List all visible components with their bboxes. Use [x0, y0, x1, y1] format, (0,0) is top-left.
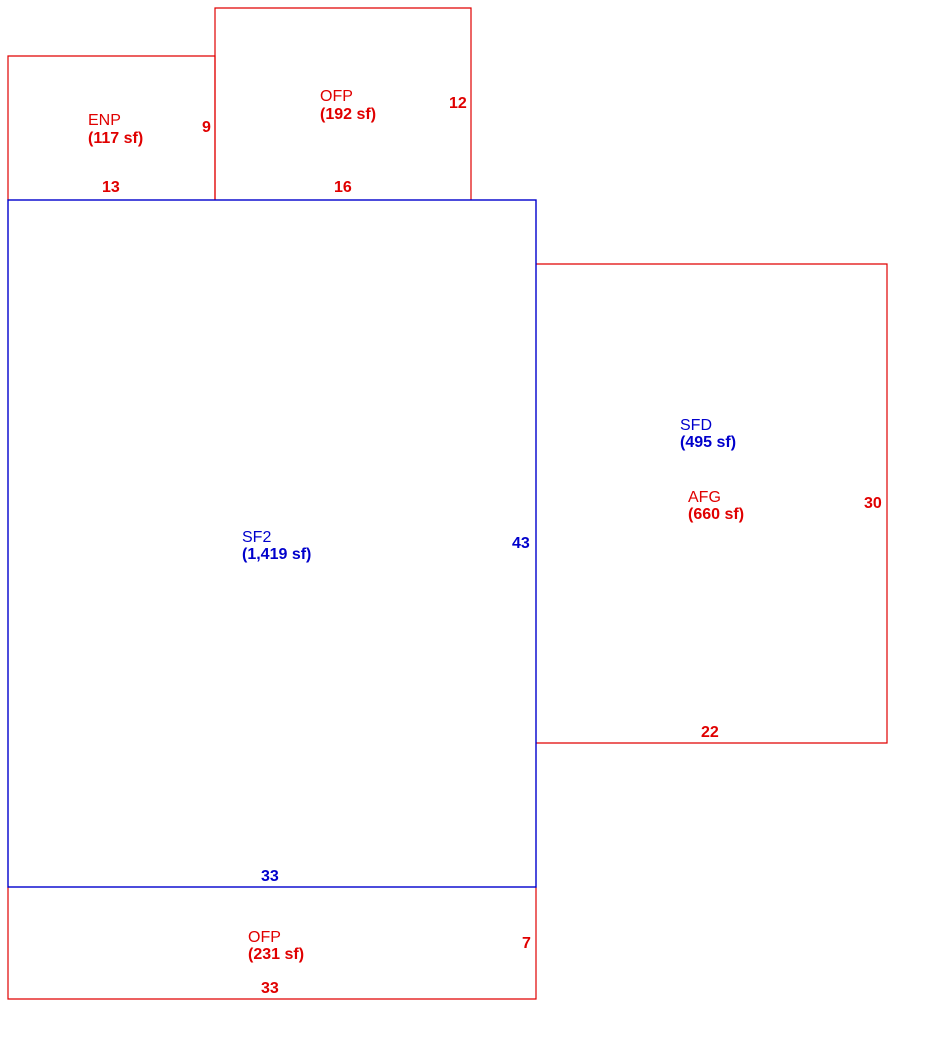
ofp-top-depth-dimension: 12	[449, 95, 467, 112]
ofp-bottom-area-label: (231 sf)	[248, 946, 304, 963]
afg-area-label: (660 sf)	[688, 506, 744, 523]
sf2-area-label: (1,419 sf)	[242, 546, 311, 563]
ofp-top-width-dimension: 16	[334, 179, 352, 196]
sfd-code-label: SFD	[680, 417, 712, 434]
sf2-code-label: SF2	[242, 529, 271, 546]
sf2-width-dimension: 33	[261, 868, 279, 885]
sf2-depth-dimension: 43	[512, 535, 530, 552]
afg-code-label: AFG	[688, 489, 721, 506]
enp-area-label: (117 sf)	[88, 130, 143, 147]
area-ofp-top: OFP (192 sf) 16 12	[214, 7, 472, 200]
sfd-area-label: (495 sf)	[680, 434, 736, 451]
enp-code-label: ENP	[88, 112, 121, 129]
ofp-bottom-width-dimension: 33	[261, 980, 279, 997]
afg-width-dimension: 22	[701, 724, 719, 741]
ofp-bottom-depth-dimension: 7	[522, 935, 531, 952]
enp-depth-dimension: 9	[202, 119, 211, 136]
ofp-top-code-label: OFP	[320, 88, 353, 105]
ofp-top-area-label: (192 sf)	[320, 106, 376, 123]
afg-depth-dimension: 30	[864, 495, 882, 512]
ofp-top-outline	[214, 7, 472, 200]
sf2-outline	[7, 199, 537, 888]
ofp-bottom-outline	[7, 887, 537, 1000]
area-ofp-bottom: OFP (231 sf) 7 33	[7, 887, 537, 1000]
afg-outline	[536, 263, 888, 744]
area-afg: SFD (495 sf) AFG (660 sf) 30 22	[536, 263, 888, 744]
area-enp: ENP (117 sf) 13 9	[7, 55, 216, 200]
enp-width-dimension: 13	[102, 179, 120, 196]
ofp-bottom-code-label: OFP	[248, 929, 281, 946]
area-sf2: SF2 (1,419 sf) 43 33	[7, 199, 537, 888]
